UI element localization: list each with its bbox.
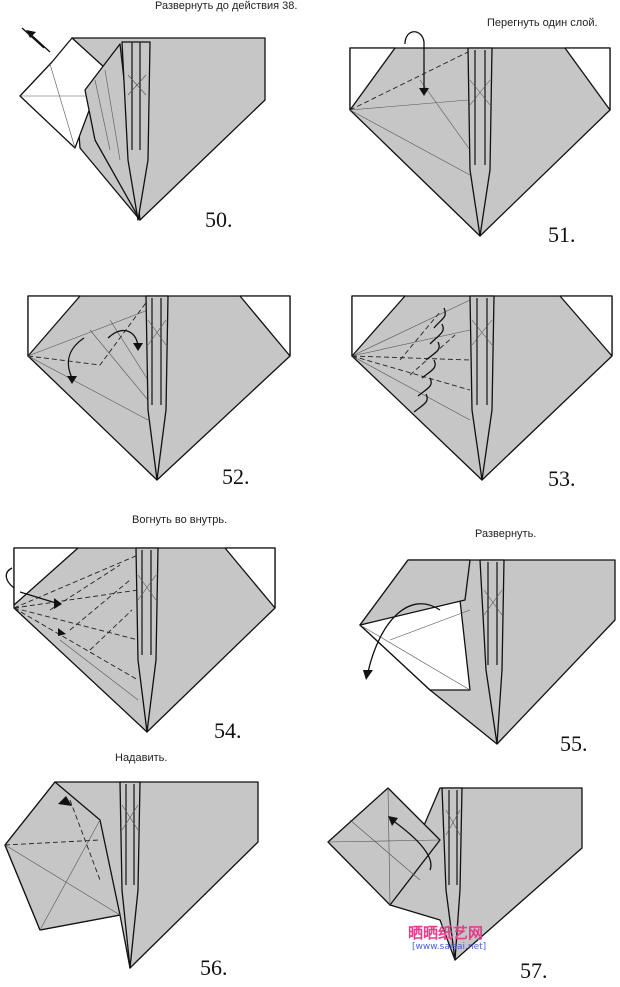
step-number-57: 57. bbox=[520, 958, 548, 983]
watermark-url: [www.saisai.net] bbox=[412, 942, 487, 952]
diagram-step-50 bbox=[19, 27, 266, 221]
step-51-caption: Перегнуть один слой. bbox=[487, 17, 598, 29]
step-50-caption: Развернуть до действия 38. bbox=[155, 0, 298, 12]
watermark-logo: 晒晒纸艺网 bbox=[408, 924, 484, 942]
step-number-53: 53. bbox=[548, 466, 576, 491]
step-number-52: 52. bbox=[222, 464, 250, 489]
step-number-50: 50. bbox=[205, 207, 233, 232]
step-number-56: 56. bbox=[200, 955, 228, 980]
diagram-step-53 bbox=[351, 295, 613, 481]
diagram-step-55 bbox=[359, 559, 616, 745]
step-number-51: 51. bbox=[548, 222, 576, 247]
step-number-54: 54. bbox=[214, 718, 242, 743]
diagram-step-56 bbox=[4, 781, 259, 969]
step-55-caption: Развернуть. bbox=[475, 528, 537, 540]
step-54-caption: Вогнуть во внутрь. bbox=[132, 514, 228, 526]
diagram-step-57 bbox=[327, 787, 583, 961]
step-number-55: 55. bbox=[560, 731, 588, 756]
step-56-caption: Надавить. bbox=[115, 752, 168, 764]
diagram-step-51 bbox=[349, 31, 611, 237]
diagram-step-52 bbox=[27, 295, 291, 481]
diagram-step-54 bbox=[5, 547, 276, 733]
